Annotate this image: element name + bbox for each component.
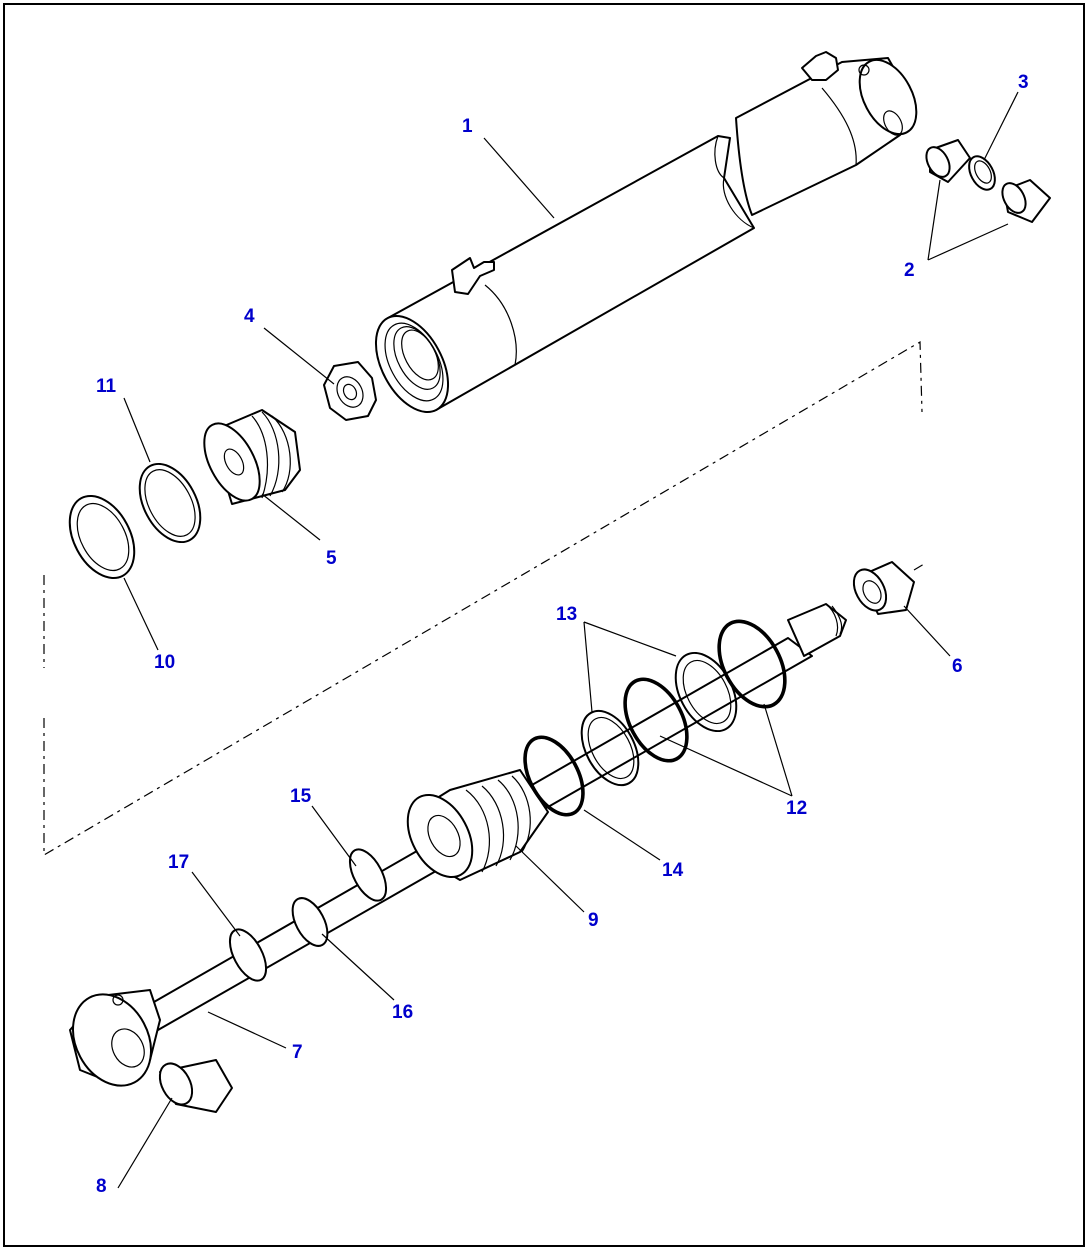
callout-10: 10	[154, 652, 175, 673]
assembly-dash-line	[43, 340, 923, 857]
bushing-bottom-a[interactable]	[922, 139, 971, 183]
callout-16: 16	[392, 1002, 413, 1023]
rod-eye-bushing[interactable]	[153, 1058, 233, 1113]
cylinder-head-gland[interactable]	[395, 769, 549, 888]
rod-eye	[69, 989, 161, 1087]
backup-ring-a[interactable]	[570, 701, 650, 794]
callout-6: 6	[952, 656, 963, 677]
leader-lines	[117, 91, 1019, 1189]
callout-2: 2	[904, 260, 915, 281]
callout-3: 3	[1018, 72, 1029, 93]
callout-17: 17	[168, 852, 189, 873]
callout-4: 4	[244, 306, 255, 327]
callout-7: 7	[292, 1042, 303, 1063]
o-ring-a[interactable]	[612, 669, 699, 771]
callout-9: 9	[588, 910, 599, 931]
piston[interactable]	[193, 409, 301, 509]
bushing-bottom-b[interactable]	[998, 179, 1051, 223]
dust-seal-bottom[interactable]	[964, 152, 1000, 194]
callout-12: 12	[786, 798, 807, 819]
callout-13: 13	[556, 604, 577, 625]
wear-ring[interactable]	[127, 454, 212, 553]
collar-axis-line	[913, 563, 925, 571]
cylinder-bottom-end	[735, 51, 918, 216]
piston-nut[interactable]	[323, 361, 377, 421]
rod-packing[interactable]	[342, 844, 393, 907]
callout-15: 15	[290, 786, 312, 807]
o-ring-b[interactable]	[706, 610, 799, 718]
gland-o-ring[interactable]	[513, 728, 595, 825]
drawing-frame	[3, 3, 1085, 1247]
callout-8: 8	[96, 1176, 107, 1197]
cylinder-tube[interactable]	[361, 135, 755, 424]
callout-14: 14	[662, 860, 684, 881]
piston-collar[interactable]	[847, 561, 915, 616]
piston-ring[interactable]	[57, 485, 148, 589]
callout-5: 5	[326, 548, 337, 569]
rod-dust-seal[interactable]	[222, 924, 273, 987]
callout-1: 1	[462, 116, 473, 137]
callout-11: 11	[96, 376, 117, 397]
rod-buffer-ring[interactable]	[285, 892, 334, 951]
